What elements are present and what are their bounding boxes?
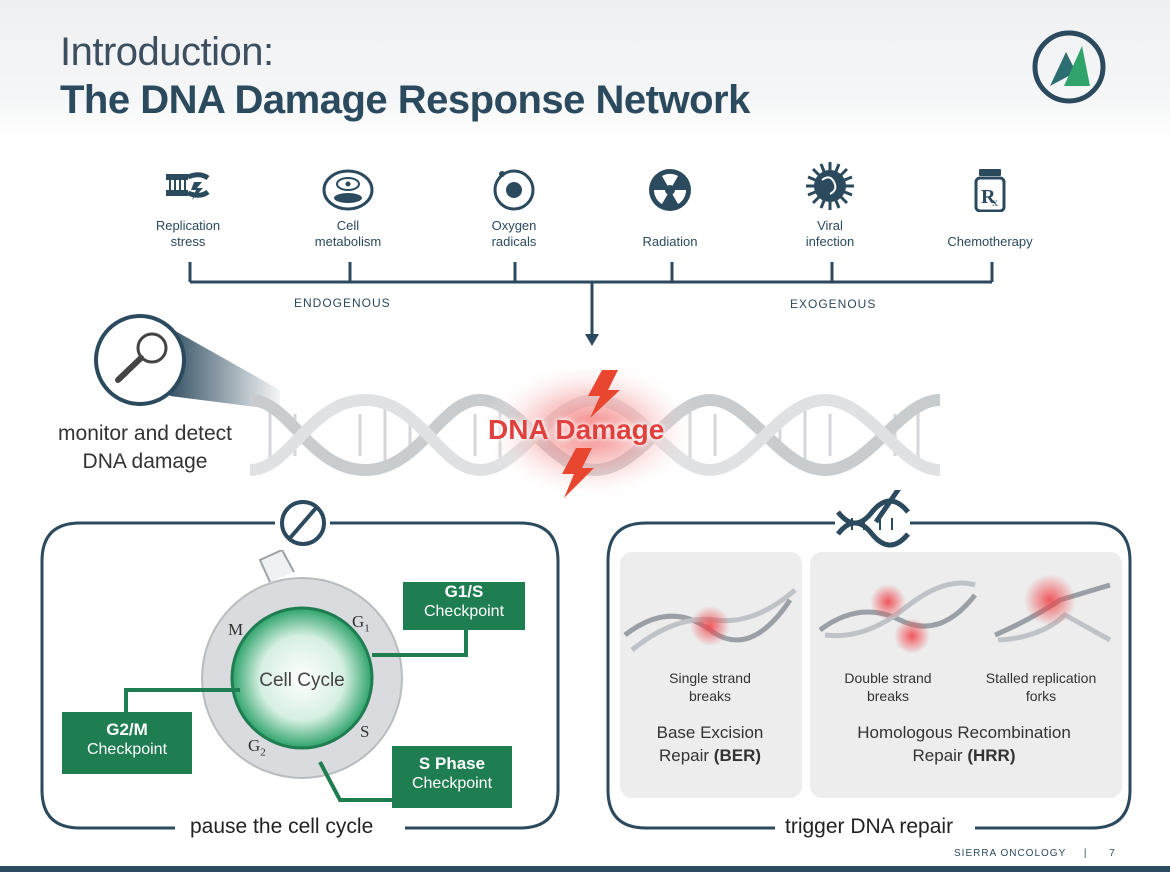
monitor-caption: monitor and detect DNA damage <box>40 420 250 476</box>
magnifier-callout <box>94 314 280 410</box>
cause-label-line2: stress <box>170 234 206 249</box>
cause-cell-metabolism: Cell metabolism <box>288 168 408 250</box>
radiation-icon <box>649 169 691 211</box>
page-number: 7 <box>1109 848 1116 859</box>
cell-cycle-panel-frame <box>40 500 560 830</box>
sierra-logo-icon <box>1032 30 1106 104</box>
cause-label-line2: infection <box>805 234 855 249</box>
checkpoint-connectors <box>124 628 468 802</box>
cause-connector-lines <box>188 262 994 346</box>
cause-label-line2: Radiation <box>642 234 698 249</box>
checkpoint-title: G2/M <box>106 720 148 739</box>
replication-stress-icon <box>166 172 210 200</box>
ber-label: Base Excision Repair (BER) <box>656 723 764 765</box>
footer: SIERRA ONCOLOGY | 7 <box>954 848 1116 859</box>
cell-cycle-diagram <box>201 550 403 779</box>
checkpoint-title: G1/S <box>444 582 484 601</box>
lightning-bolt-icon <box>588 370 620 418</box>
virus-icon <box>806 162 854 210</box>
s-phase-checkpoint: S Phase Checkpoint <box>392 746 512 808</box>
pause-cell-cycle-caption: pause the cell cycle <box>180 815 384 839</box>
cell-cycle-label: Cell Cycle <box>259 670 345 691</box>
repair-dna-illustrations <box>623 574 1112 654</box>
dna-repair-tool-icon <box>836 490 910 548</box>
page-title: The DNA Damage Response Network <box>60 78 750 122</box>
cause-label-line1: Viral <box>817 218 843 233</box>
cause-label-line1: Replication <box>155 218 221 233</box>
oxygen-radicals-icon <box>493 169 535 211</box>
hrr-label: Homologous Recombination Repair (HRR) <box>857 723 1071 765</box>
stop-sign-icon <box>280 500 326 546</box>
dna-damage-label: DNA Damage <box>488 414 665 445</box>
endogenous-label: ENDOGENOUS <box>294 296 391 310</box>
title-line-1: Introduction: <box>60 30 274 74</box>
cause-label-line2: radicals <box>491 234 537 249</box>
cause-radiation: Radiation <box>610 168 730 250</box>
svg-text:R: R <box>981 186 996 208</box>
stalled-replication-forks-label: Stalled replication forks <box>985 670 1097 704</box>
cause-label-line1: Oxygen <box>491 218 537 233</box>
phase-s: S <box>360 722 370 741</box>
cause-chemotherapy: R x Chemotherapy <box>930 168 1050 250</box>
phase-g2: G2 <box>248 736 266 759</box>
svg-text:x: x <box>992 195 998 209</box>
rx-bottle-icon: R x <box>974 169 1006 212</box>
cell-metabolism-icon <box>322 169 374 211</box>
exogenous-label: EXOGENOUS <box>790 297 877 311</box>
footer-company: SIERRA ONCOLOGY <box>954 848 1067 859</box>
footer-bar <box>0 866 1170 872</box>
dna-helix <box>250 370 940 500</box>
footer-separator: | <box>1083 848 1088 859</box>
checkpoint-subtitle: Checkpoint <box>423 603 505 620</box>
magnifier-icon <box>115 332 168 383</box>
monitor-line2: DNA damage <box>82 450 208 473</box>
phase-m: M <box>228 620 244 639</box>
lightning-bolt-icon <box>562 448 594 498</box>
dna-repair-panel-frame <box>606 490 1132 830</box>
trigger-dna-repair-caption: trigger DNA repair <box>775 815 964 839</box>
ber-card <box>620 552 802 798</box>
cause-label-line2: metabolism <box>314 234 382 249</box>
checkpoint-subtitle: Checkpoint <box>411 775 493 792</box>
monitor-line1: monitor and detect <box>58 422 232 445</box>
checkpoint-title: S Phase <box>418 754 486 773</box>
single-strand-breaks-label: Single strand breaks <box>669 670 751 704</box>
g2m-checkpoint: G2/M Checkpoint <box>62 712 192 774</box>
cause-replication-stress: Replication stress <box>128 168 248 250</box>
checkpoint-subtitle: Checkpoint <box>86 741 168 758</box>
cause-oxygen-radicals: Oxygen radicals <box>454 168 574 250</box>
cause-viral-infection: Viral infection <box>770 160 890 250</box>
phase-g1: G1 <box>352 612 370 635</box>
g1s-checkpoint: G1/S Checkpoint <box>403 582 525 630</box>
header-banner <box>0 0 1170 140</box>
cause-label-line2: Chemotherapy <box>947 234 1033 249</box>
cause-label-line1: Cell <box>336 218 360 233</box>
double-strand-breaks-label: Double strand breaks <box>844 670 932 704</box>
